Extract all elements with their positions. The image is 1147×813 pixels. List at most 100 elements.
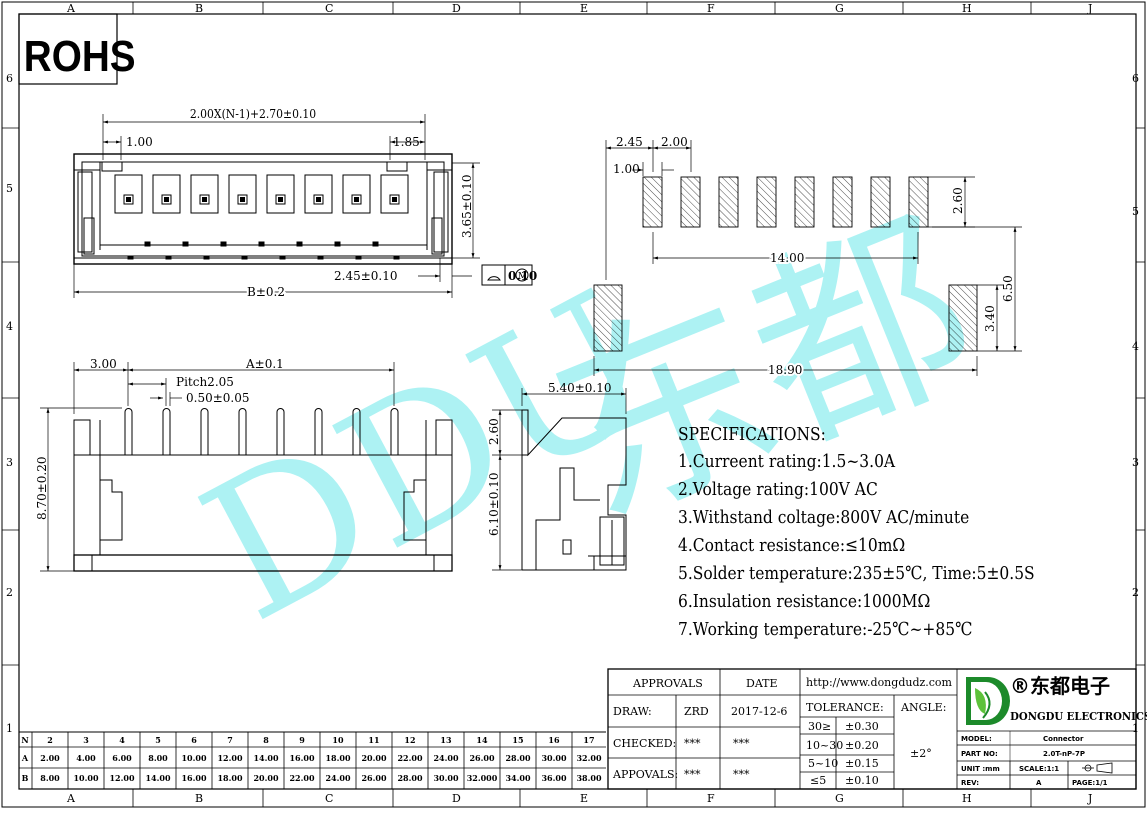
dim-top-right: 1.85 (393, 135, 420, 149)
checked-date: *** (733, 737, 750, 750)
pin-header: 9 (299, 735, 305, 745)
angle-value: ±2° (910, 747, 932, 760)
pin-header: 5 (155, 735, 161, 745)
dim-front-height: 8.70±0.20 (35, 457, 49, 521)
dim-pcb-total: 18.90 (768, 363, 802, 377)
part-label: PART NO: (961, 750, 998, 758)
pin-header: 16 (548, 735, 560, 745)
dim-top-overall: 2.00X(N-1)+2.70±0.10 (190, 106, 316, 121)
col-label: A (66, 792, 76, 805)
spec-item: 2.Voltage rating:100V AC (678, 479, 878, 500)
pin-cell: 28.00 (505, 753, 530, 763)
scale-label: SCALE:1:1 (1019, 765, 1059, 773)
tol-range: 10~30 (806, 739, 843, 752)
pin-cell: 26.00 (469, 753, 494, 763)
brand-chinese: ®东都电子 (1010, 674, 1110, 698)
dim-front-pin: 0.50±0.05 (186, 391, 250, 405)
spec-item: 1.Curreent rating:1.5~3.0A (678, 451, 896, 472)
pin-cell: 16.00 (289, 753, 314, 763)
rev-label: REV: (961, 779, 979, 787)
spec-item: 5.Solder temperature:235±5℃, Time:5±0.5S (678, 563, 1035, 584)
draw-label: DRAW: (613, 705, 652, 718)
pin-cell: 30.00 (433, 773, 458, 783)
pin-cell: 28.00 (397, 773, 422, 783)
col-label: H (962, 2, 972, 15)
date-header: DATE (746, 677, 778, 690)
pin-header: 3 (83, 735, 89, 745)
pin-cell: 8.00 (40, 773, 60, 783)
dim-side-width: 5.40±0.10 (548, 381, 612, 395)
dim-side-height: 6.10±0.10 (487, 473, 501, 537)
dim-top-height: 3.65±0.10 (460, 175, 474, 239)
tol-value: ±0.10 (845, 774, 879, 787)
pin-cell: 24.00 (433, 753, 458, 763)
appovals-name: *** (684, 768, 701, 781)
col-label: C (325, 2, 333, 15)
pcb-layout (593, 140, 1022, 376)
pin-header: 8 (263, 735, 269, 745)
title-block (607, 668, 1137, 790)
pin-header: 14 (476, 735, 488, 745)
pin-header: 15 (512, 735, 523, 745)
pin-cell: 20.00 (253, 773, 278, 783)
pin-cell: 2.00 (40, 753, 60, 763)
pin-cell: 38.00 (576, 773, 601, 783)
col-label: H (962, 792, 972, 805)
spec-item: 3.Withstand coltage:800V AC/minute (678, 507, 970, 528)
draw-name: ZRD (684, 705, 709, 718)
tol-range: 30≥ (808, 720, 831, 733)
pin-table-text: N 2 3 4 5 6 7 8 9 10 11 12 13 14 15 16 1… (21, 735, 602, 783)
pin-cell: 22.00 (289, 773, 314, 783)
tol-value: ±0.30 (845, 720, 879, 733)
col-label: B (195, 792, 203, 805)
col-label: A (66, 2, 76, 15)
pin-header: 4 (119, 735, 125, 745)
pin-cell: 26.00 (361, 773, 386, 783)
model-label: MODEL: (961, 735, 992, 743)
tolerance-label: TOLERANCE: (806, 701, 884, 714)
front-view (40, 362, 453, 572)
row-label: 5 (1132, 205, 1139, 218)
top-view-dims: 2.00X(N-1)+2.70±0.10 1.00 1.85 3.65±0.10… (126, 106, 537, 301)
row-label: 4 (6, 320, 13, 333)
spec-item: 6.Insulation resistance:1000MΩ (678, 591, 931, 612)
pin-cell: 24.00 (325, 773, 350, 783)
side-view-dims: 5.40±0.10 2.60 6.10±0.10 (487, 381, 612, 536)
brand-english: DONGDU ELECTRONICS (1010, 711, 1147, 723)
col-label: C (325, 792, 333, 805)
pin-header: 17 (583, 735, 594, 745)
pin-cell: 12.00 (109, 773, 134, 783)
pin-cell: 34.00 (505, 773, 530, 783)
front-view-dims: 3.00 A±0.1 Pitch2.05 0.50±0.05 8.70±0.20 (35, 357, 284, 520)
pcb-dims: 2.45 2.00 1.00 2.60 14.00 18.90 3.40 6.5… (613, 135, 1015, 379)
dim-side-top: 2.60 (487, 418, 501, 445)
flatness-value: 0.10 (508, 269, 537, 283)
col-label: F (707, 2, 715, 15)
dim-front-pitch: Pitch2.05 (176, 375, 234, 389)
pin-cell: 6.00 (112, 753, 132, 763)
pin-cell: 32.00 (576, 753, 601, 763)
grid-labels: A B C D E F G H J A B C D E F G H J 6 5 … (6, 2, 1139, 805)
dongdu-logo-icon (966, 677, 1010, 725)
part-value: 2.0T-nP-7P (1043, 750, 1085, 758)
pin-cell: 36.00 (541, 773, 566, 783)
pin-cell: 14.00 (253, 753, 278, 763)
dim-top-offset: 2.45±0.10 (334, 269, 398, 283)
row-label: 2 (1132, 586, 1139, 599)
pin-header: 7 (227, 735, 233, 745)
row-label: 2 (6, 586, 13, 599)
col-label: G (835, 792, 844, 805)
row-label: 1 (6, 722, 13, 735)
appovals-label: APPOVALS: (612, 768, 678, 781)
side-view (492, 388, 627, 571)
top-view (73, 114, 533, 298)
flatness-mod: M (518, 272, 527, 282)
spec-item: 7.Working temperature:-25℃~+85℃ (678, 619, 973, 640)
col-label: J (1087, 2, 1092, 15)
row-label: 6 (1132, 72, 1139, 85)
pin-cell: A (21, 753, 29, 763)
rohs-label: ROHS (24, 31, 136, 81)
